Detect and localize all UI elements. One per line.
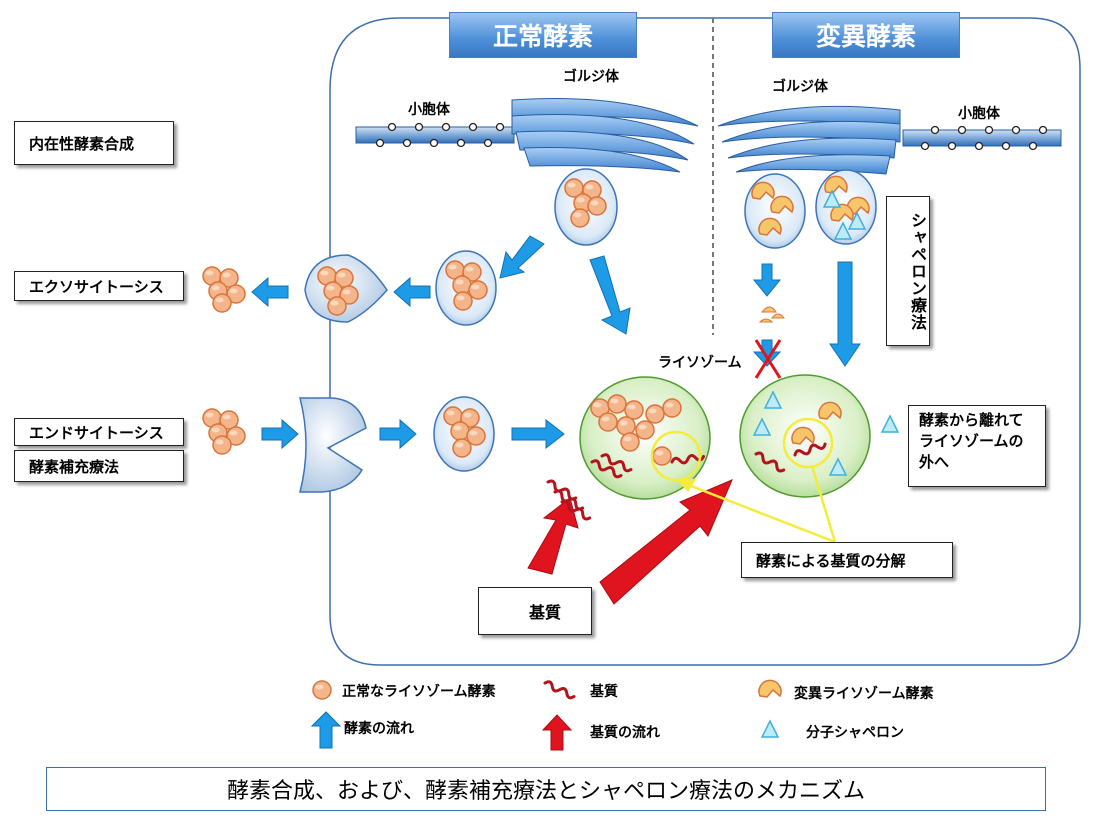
legend-substrate-flow-icon	[541, 714, 573, 751]
enzymes-exocytosed	[202, 266, 246, 313]
legend-enzyme-flow-icon	[310, 711, 342, 749]
label-golgi-left: ゴルジ体	[563, 69, 619, 85]
er-right	[902, 125, 1062, 151]
legend-substrate-flow-label: 基質の流れ	[590, 725, 660, 741]
arrow-ert-1	[261, 418, 299, 450]
note-substrate-degradation: 酵素による基質の分解	[741, 542, 953, 578]
vesicle-golgi-normal	[554, 168, 618, 246]
legend-enzyme-flow-label: 酵素の流れ	[344, 721, 414, 737]
label-lysosome: ライソゾーム	[658, 355, 742, 371]
endocytosis-vesicle	[299, 397, 367, 493]
arrow-mutant-2	[829, 261, 861, 367]
cell-membrane	[329, 17, 1081, 666]
figure-caption: 酵素合成、および、酵素補充療法とシャペロン療法のメカニズム	[46, 767, 1046, 811]
degraded-mutant-enzymes	[758, 306, 786, 323]
blocked-x-icon	[754, 339, 782, 379]
vesicle-endocytosis	[433, 396, 495, 472]
arrow-golgi-to-exo	[499, 235, 545, 279]
arrow-mutant-1	[752, 263, 782, 297]
arrow-substrate-2	[599, 479, 733, 605]
degradation-pointer	[674, 465, 837, 544]
arrow-golgi-to-lysosome	[589, 255, 631, 335]
vesicle-exocytosis	[435, 250, 497, 326]
box-exocytosis: エクソサイトーシス	[14, 271, 184, 301]
note-leave-lysosome: 酵素から離れてライソゾームの外へ	[908, 405, 1046, 487]
header-normal-enzyme: 正常酵素	[449, 12, 637, 58]
er-left	[355, 122, 515, 148]
label-vesicle-right: 小胞体	[958, 106, 1000, 122]
box-enzyme-replacement-therapy: 酵素補充療法	[14, 450, 184, 482]
golgi-right	[717, 105, 901, 175]
exocytosis-vesicle	[304, 254, 388, 323]
label-vesicle-left: 小胞体	[408, 102, 450, 118]
vesicle-golgi-mutant-1	[744, 173, 806, 249]
legend-normal-enzyme-icon	[312, 680, 332, 700]
arrow-exo-2	[251, 276, 289, 308]
arrow-exo-1	[393, 276, 431, 308]
legend-normal-enzyme-label: 正常なライソゾーム酵素	[342, 684, 496, 700]
golgi-left	[511, 98, 699, 173]
box-substrate: 基質	[478, 587, 592, 635]
arrow-substrate-1	[527, 497, 579, 575]
arrow-ert-3	[511, 418, 565, 450]
legend-chaperone-icon	[761, 720, 779, 738]
box-endogenous-synthesis: 内在性酵素合成	[14, 121, 174, 165]
header-mutant-enzyme: 変異酵素	[772, 12, 960, 58]
legend-substrate-label: 基質	[590, 684, 618, 700]
enzymes-ert	[202, 408, 246, 455]
vesicle-golgi-mutant-2	[815, 169, 877, 245]
box-endocytosis: エンドサイトーシス	[14, 418, 184, 446]
legend-mutant-enzyme-icon	[758, 679, 782, 698]
legend-mutant-enzyme-label: 変異ライソゾーム酵素	[794, 686, 934, 702]
lysosome-normal	[579, 376, 711, 500]
legend-chaperone-label: 分子シャペロン	[806, 725, 904, 741]
arrow-ert-2	[379, 418, 417, 450]
lysosome-mutant	[739, 374, 871, 498]
box-chaperone-therapy: シャペロン療法	[886, 196, 930, 346]
legend-substrate-icon	[542, 678, 577, 701]
arrow-mutant-blocked	[752, 339, 782, 367]
label-golgi-right: ゴルジ体	[772, 79, 828, 95]
